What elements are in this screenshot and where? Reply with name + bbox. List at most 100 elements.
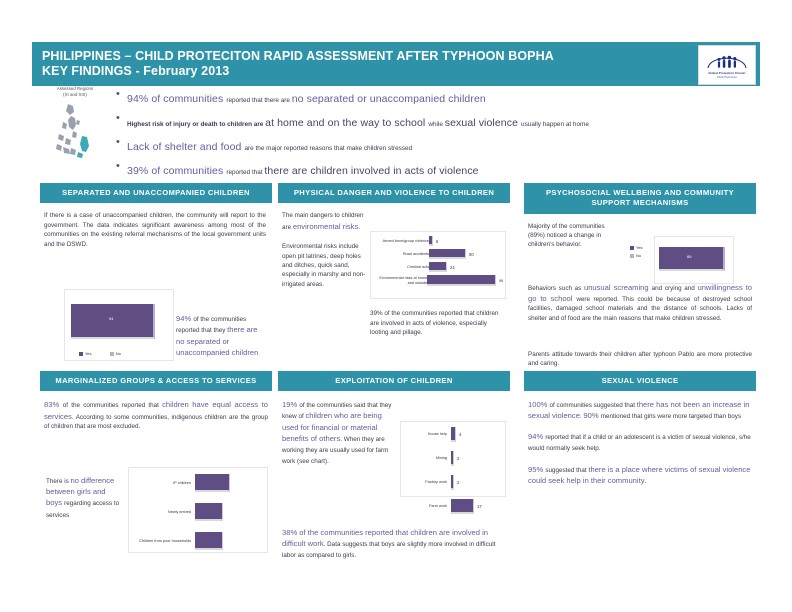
text-run-4: usually happen at home: [521, 120, 589, 128]
bar-row-road-accidents: Road accidents 50: [373, 249, 503, 260]
panel-body-physical-danger: The main dangers to children are environ…: [278, 203, 510, 373]
key-finding-bullet-2: Highest risk of injury or death to child…: [113, 111, 773, 132]
text-run-2: there has not been an increase in sexual…: [528, 400, 750, 421]
bar-poor-households: [195, 532, 223, 551]
bar-newly-arrived: [195, 503, 223, 522]
bar-label-poor-households: Children from poor households: [139, 538, 191, 543]
panel-title-separated: SEPARATED AND UNACCOMPANIED CHILDREN: [40, 183, 272, 204]
legend-label-no: No: [115, 351, 121, 357]
bar-criminal-acts: [429, 262, 447, 273]
map-caption-line2: (XI and XIII): [63, 92, 87, 98]
logo-caption-sub: Child Protection: [716, 75, 738, 79]
separated-callout: 94% of the communities reported that the…: [176, 313, 268, 357]
legend-label-yes: Yes: [85, 351, 92, 357]
text-run-2: children who are being used for financia…: [282, 411, 382, 443]
bar-row-environmental-risks: Environmental risks at home and outside …: [373, 275, 503, 287]
chart-child-work-types: House help 4 Mining 2 Factory work 2 Far…: [400, 421, 506, 515]
bar-factory-work: [451, 475, 454, 491]
page-title: PHILIPPINES – CHILD PROTECITON RAPID ASS…: [42, 49, 554, 64]
bar-yes: 94: [71, 304, 155, 340]
map-highlight-regions: [77, 136, 89, 159]
panel-exploitation-of-children: EXPLOITATION OF CHILDREN 19% of the comm…: [278, 371, 510, 566]
text-run-4: 90%: [583, 411, 601, 421]
panel-psychosocial-wellbeing: PSYCHOSOCIAL WELLBEING AND COMMUNITY SUP…: [524, 183, 756, 384]
marginalized-callout: There is no difference between girls and…: [46, 475, 120, 519]
header-title-block: PHILIPPINES – CHILD PROTECITON RAPID ASS…: [32, 49, 554, 79]
bar-label-criminal-acts: Criminal acts: [407, 264, 429, 269]
sexual-violence-para1: 100% of communities suggested that there…: [528, 399, 752, 421]
text-run-1: are the major reported reasons that make…: [244, 144, 413, 152]
bar-armed-force: [429, 236, 433, 247]
bar-ip-children: [195, 474, 230, 493]
text-run-1: of communities suggested that: [549, 402, 637, 410]
bar-label-house-help: House help: [427, 432, 447, 437]
text-run-2: there are children involved in acts of v…: [264, 164, 479, 177]
bar-label-yes: 94: [109, 316, 114, 322]
bar-label-armed-force: Armed force/group violence: [382, 238, 429, 243]
assessed-regions-map: Assessed Regions (XI and XIII): [44, 86, 106, 163]
bar-row-mining: Mining 2: [403, 451, 503, 467]
psychosocial-para2: Behaviors such as unusual screaming and …: [528, 282, 752, 324]
bar-value-farm-work: 17: [477, 504, 482, 510]
global-protection-cluster-logo: Global Protection Cluster Child Protecti…: [698, 45, 756, 85]
bar-farm-work: [451, 499, 474, 515]
bar-value-criminal-acts: 24: [450, 264, 455, 270]
poster-header: PHILIPPINES – CHILD PROTECITON RAPID ASS…: [32, 42, 760, 86]
text-run-0: 94% of communities: [127, 93, 227, 105]
text-run-0: 38% of the communities reported that chi…: [282, 528, 488, 549]
text-run-2: there are no separated or unaccompanied …: [176, 325, 259, 357]
panel-physical-danger-and-violence: PHYSICAL DANGER AND VIOLENCE TO CHILDREN…: [278, 183, 510, 373]
panel-separated-and-unaccompanied-children: SEPARATED AND UNACCOMPANIED CHILDREN If …: [40, 183, 272, 373]
text-run-1: at home and on the way to school: [265, 116, 429, 129]
key-finding-bullet-4: 39% of communities reported that there a…: [113, 159, 773, 180]
panel-title-sexual-violence: SEXUAL VIOLENCE: [524, 371, 756, 392]
text-run-0: 39% of communities: [127, 164, 227, 177]
text-run-3: .: [644, 477, 647, 485]
key-finding-bullet-1: 94% of communities reported that there a…: [113, 87, 773, 108]
separated-body-text: If there is a case of unaccompanied chil…: [44, 212, 266, 248]
text-run-1: unusual screaming: [583, 282, 652, 292]
text-run-0: 94%: [176, 314, 194, 324]
panel-title-marginalized: MARGINALIZED GROUPS & ACCESS TO SERVICES: [40, 371, 272, 392]
bar-behavior-yes: 89: [659, 246, 725, 271]
bar-mining: [451, 451, 454, 467]
panel-body-sexual-violence: 100% of communities suggested that there…: [524, 391, 756, 566]
chart-legend-separated: Yes No: [79, 351, 121, 357]
exploitation-para2: 38% of the communities reported that chi…: [282, 527, 506, 560]
text-run-0: Lack of shelter and food: [127, 140, 245, 153]
psychosocial-para3: Parents attitude towards their children …: [528, 350, 752, 367]
legend-label-behavior-no: No: [636, 252, 642, 258]
text-run-1: reported that: [226, 168, 265, 176]
chart-separated-unaccompanied: 94 Yes No: [64, 289, 174, 362]
bar-value-road-accidents: 50: [469, 251, 474, 257]
text-run-2: regarding access to services: [46, 500, 120, 519]
panel-marginalized-groups: MARGINALIZED GROUPS & ACCESS TO SERVICES…: [40, 371, 272, 566]
philippines-map-icon: [49, 100, 101, 163]
bar-label-road-accidents: Road accidents: [402, 251, 429, 256]
text-run-0: 95%: [528, 464, 546, 474]
text-run-1: reported that if a child or an adolescen…: [528, 433, 751, 452]
text-run-1: suggested that: [545, 466, 589, 474]
panel-title-exploitation: EXPLOITATION OF CHILDREN: [278, 371, 510, 392]
text-run-3: . When they are working they are usually…: [282, 435, 389, 465]
legend-label-behavior-yes: Yes: [636, 244, 643, 250]
text-run-1: reported that there are: [226, 97, 292, 104]
bar-value-environmental-risks: 98: [499, 278, 503, 283]
bar-row-house-help: House help 4: [403, 427, 503, 443]
text-run-0: 83%: [44, 400, 63, 410]
text-run-3: . According to some communities, indigen…: [44, 413, 268, 431]
text-run-1: of the communities reported that they: [176, 316, 247, 335]
sexual-violence-para3: 95% suggested that there is a place wher…: [528, 464, 752, 486]
page-subtitle: KEY FINDINGS - February 2013: [42, 64, 230, 78]
text-run-2: there is a place where victims of sexual…: [528, 464, 751, 485]
bar-road-accidents: [429, 249, 466, 260]
bar-row-farm-work: Farm work 17: [403, 499, 503, 515]
text-run-2: children have equal access to services: [44, 400, 269, 421]
marginalized-para1: 83% of the communities reported that chi…: [44, 399, 268, 431]
physical-danger-callout: 39% of the communities reported that chi…: [370, 310, 499, 337]
chart-behavior-change: 89: [654, 235, 734, 284]
map-caption-line1: Assessed Regions: [56, 86, 94, 91]
text-run-0: 100%: [528, 400, 550, 410]
panel-body-psychosocial: Majority of the communities (89%) notice…: [524, 214, 756, 384]
